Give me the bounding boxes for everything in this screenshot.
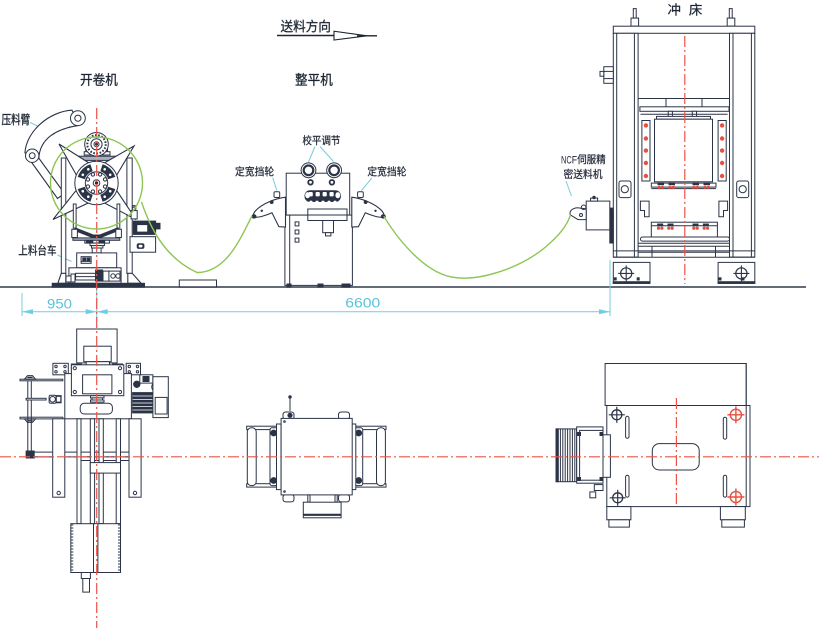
svg-text:950: 950 <box>47 297 72 312</box>
svg-text:N: N <box>561 154 566 166</box>
svg-text:F: F <box>572 154 578 166</box>
svg-text:6600: 6600 <box>345 296 380 311</box>
svg-text:C: C <box>566 154 571 166</box>
